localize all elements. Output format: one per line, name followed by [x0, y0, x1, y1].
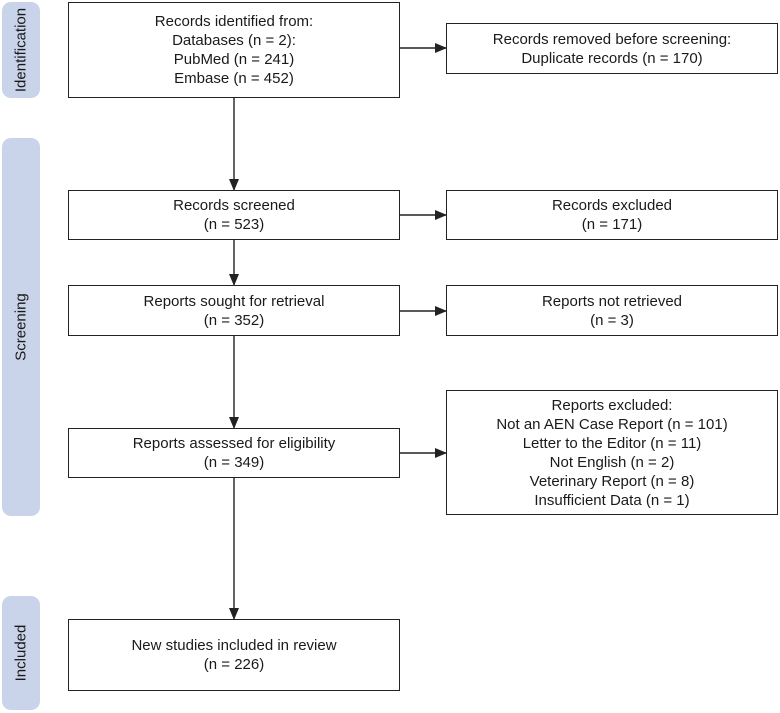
box-line: Reports not retrieved: [541, 292, 683, 310]
box-line: Records identified from:: [154, 13, 314, 30]
box-line: (n = 523): [203, 216, 265, 233]
records-removed-box: Records removed before screening: Duplic…: [446, 23, 778, 74]
records-identified-box: Records identified from: Databases (n = …: [68, 2, 400, 98]
box-line: Veterinary Report (n = 8): [529, 472, 695, 490]
box-line: Records removed before screening:: [492, 30, 732, 48]
box-line: New studies included in review: [131, 637, 337, 654]
box-line: Duplicate records (n = 170): [521, 49, 703, 67]
phase-identification: Identification: [2, 2, 40, 98]
phase-screening: Screening: [2, 138, 40, 516]
reports-assessed-box: Reports assessed for eligibility (n = 34…: [68, 428, 400, 478]
records-excluded-box: Records excluded (n = 171): [446, 190, 778, 240]
box-line: Not English (n = 2): [549, 453, 675, 471]
reports-excluded-box: Reports excluded: Not an AEN Case Report…: [446, 390, 778, 515]
records-screened-box: Records screened (n = 523): [68, 190, 400, 240]
reports-not-retrieved-box: Reports not retrieved (n = 3): [446, 285, 778, 336]
box-line: Records excluded: [551, 197, 673, 214]
box-line: Embase (n = 452): [174, 70, 294, 87]
box-line: (n = 171): [581, 216, 643, 233]
box-line: (n = 349): [203, 454, 265, 471]
reports-sought-box: Reports sought for retrieval (n = 352): [68, 285, 400, 336]
box-line: (n = 3): [590, 311, 634, 329]
box-line: Records screened: [173, 197, 295, 214]
box-line: Reports sought for retrieval: [143, 292, 325, 310]
box-line: (n = 226): [203, 656, 265, 673]
studies-included-box: New studies included in review (n = 226): [68, 619, 400, 691]
box-line: Reports excluded:: [551, 396, 673, 414]
box-line: (n = 352): [203, 311, 265, 329]
box-line: Reports assessed for eligibility: [132, 435, 336, 452]
box-line: Not an AEN Case Report (n = 101): [496, 415, 728, 433]
phase-included: Included: [2, 596, 40, 710]
box-line: Insufficient Data (n = 1): [534, 491, 690, 509]
box-line: Databases (n = 2):: [172, 32, 296, 49]
box-line: PubMed (n = 241): [173, 51, 295, 68]
box-line: Letter to the Editor (n = 11): [522, 434, 702, 452]
